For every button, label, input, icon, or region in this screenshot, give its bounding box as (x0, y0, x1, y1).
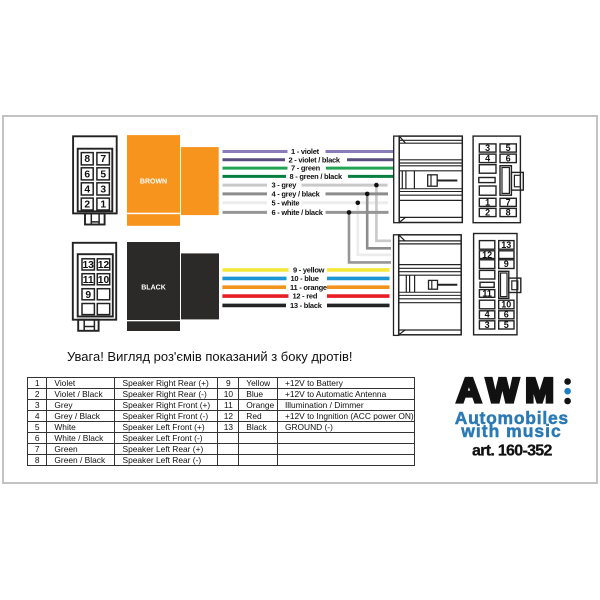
svg-text:3 - grey: 3 - grey (272, 181, 298, 190)
svg-text:7 - green: 7 - green (291, 164, 321, 173)
svg-text:12: 12 (98, 260, 110, 271)
svg-text:6: 6 (506, 153, 511, 163)
svg-text:3: 3 (485, 143, 490, 153)
svg-text:9: 9 (85, 290, 91, 301)
svg-text:BROWN: BROWN (140, 179, 167, 186)
svg-text:8: 8 (84, 154, 90, 165)
svg-text:6: 6 (504, 310, 509, 320)
svg-text:8 - green / black: 8 - green / black (290, 172, 344, 181)
svg-text:3: 3 (100, 184, 106, 195)
svg-text:12: 12 (482, 250, 492, 260)
svg-text:10: 10 (98, 275, 110, 286)
svg-text:5 - white: 5 - white (272, 198, 300, 207)
svg-text:8: 8 (506, 208, 511, 218)
svg-text:9: 9 (504, 259, 509, 269)
svg-text:11: 11 (83, 275, 94, 286)
svg-text:13: 13 (82, 260, 94, 271)
svg-text:7: 7 (506, 197, 511, 207)
svg-text:10: 10 (501, 299, 511, 309)
svg-text:Automobiles: Automobiles (455, 408, 569, 428)
svg-text:1: 1 (485, 197, 490, 207)
svg-text:with music: with music (460, 421, 561, 441)
svg-text:9 - yellow: 9 - yellow (293, 266, 325, 275)
svg-text:5: 5 (506, 143, 511, 153)
svg-text:6: 6 (84, 169, 90, 180)
svg-text:5: 5 (100, 169, 106, 180)
svg-text:4 - grey / black: 4 - grey / black (272, 189, 321, 198)
svg-text:AWM: AWM (457, 372, 555, 410)
svg-text:11: 11 (482, 289, 492, 299)
svg-text:4: 4 (84, 184, 90, 195)
svg-text:10 - blue: 10 - blue (291, 274, 319, 283)
svg-text:3: 3 (485, 320, 490, 330)
svg-text:7: 7 (100, 154, 106, 165)
svg-text:art. 160-352: art. 160-352 (472, 443, 552, 460)
svg-text:6 - white / black: 6 - white / black (272, 208, 324, 217)
svg-text:12 - red: 12 - red (293, 292, 318, 301)
svg-text:13: 13 (501, 240, 511, 250)
svg-text:BLACK: BLACK (141, 285, 166, 292)
svg-text:2: 2 (84, 200, 90, 211)
svg-text:1: 1 (100, 200, 106, 211)
svg-text:5: 5 (504, 320, 509, 330)
svg-text:13 - black: 13 - black (290, 301, 323, 310)
svg-text:1 - violet: 1 - violet (291, 147, 320, 156)
svg-text:2 - violet / black: 2 - violet / black (289, 155, 341, 164)
svg-text:2: 2 (485, 208, 490, 218)
svg-text:4: 4 (485, 310, 490, 320)
svg-text:4: 4 (485, 153, 490, 163)
svg-text:11 - orange: 11 - orange (290, 283, 327, 292)
